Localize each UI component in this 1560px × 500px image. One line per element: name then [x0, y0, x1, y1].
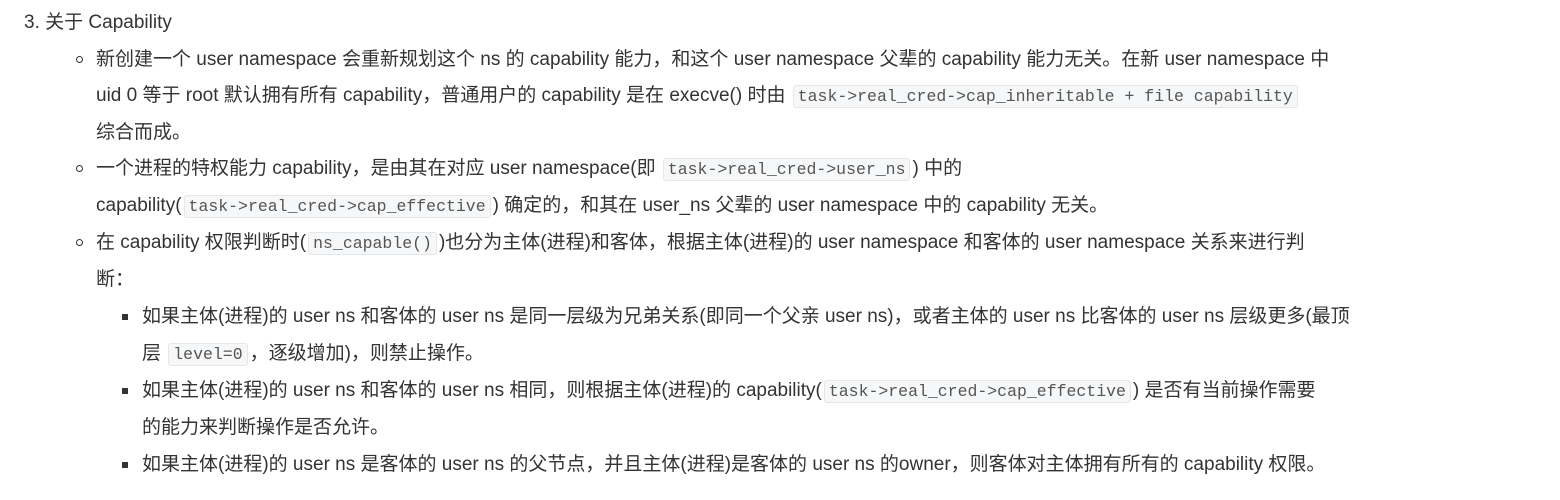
text-run: ) 确定的，和其在 user_ns 父辈的 user namespace 中的 …	[492, 195, 1109, 216]
text-run: )也分为主体(进程)和客体，根据主体(进程)的 user namespace 和…	[438, 232, 1305, 253]
list-item-text-line: 新创建一个 user namespace 会重新规划这个 ns 的 capabi…	[96, 45, 1329, 75]
list-item-text-line: 一个进程的特权能力 capability，是由其在对应 user namespa…	[96, 154, 962, 184]
sub-list-item-bullet	[122, 462, 128, 468]
sub-list-item-text-line: 如果主体(进程)的 user ns 是客体的 user ns 的父节点，并且主体…	[142, 450, 1325, 480]
text-run: 层	[142, 343, 167, 364]
text-run: 综合而成。	[96, 122, 192, 143]
inline-code: task->real_cred->cap_inheritable + file …	[792, 85, 1298, 108]
inline-code: ns_capable()	[308, 232, 437, 255]
sub-list-item-bullet	[122, 388, 128, 394]
section-number: 3.	[24, 12, 40, 33]
list-item-bullet	[76, 165, 83, 172]
list-item-text-line: 断：	[96, 265, 134, 295]
text-run: uid 0 等于 root 默认拥有所有 capability，普通用户的 ca…	[96, 85, 791, 106]
text-run: ，逐级增加)，则禁止操作。	[249, 343, 484, 364]
text-run: capability(	[96, 195, 182, 216]
text-run: ) 中的	[912, 158, 963, 179]
text-run: 新创建一个 user namespace 会重新规划这个 ns 的 capabi…	[96, 49, 1330, 70]
inline-code: task->real_cred->cap_effective	[823, 380, 1131, 403]
list-item-text-line: 综合而成。	[96, 118, 191, 148]
sub-list-item-text-line: 如果主体(进程)的 user ns 和客体的 user ns 相同，则根据主体(…	[142, 376, 1316, 406]
sub-list-item-text-line: 层 level=0，逐级增加)，则禁止操作。	[142, 339, 484, 369]
list-item-text-line: capability(task->real_cred->cap_effectiv…	[96, 191, 1108, 221]
inline-code: task->real_cred->cap_effective	[183, 195, 491, 218]
section-heading: 3. 关于 Capability	[24, 8, 172, 38]
list-item-bullet	[76, 56, 83, 63]
list-item-bullet	[76, 239, 83, 246]
list-item-text-line: uid 0 等于 root 默认拥有所有 capability，普通用户的 ca…	[96, 81, 1300, 111]
text-run: 断：	[96, 269, 135, 290]
sub-list-item-text-line: 的能力来判断操作是否允许。	[142, 413, 389, 443]
text-run: 的能力来判断操作是否允许。	[142, 417, 390, 438]
text-run: 如果主体(进程)的 user ns 和客体的 user ns 是同一层级为兄弟关…	[142, 306, 1350, 327]
sub-list-item-text-line: 如果主体(进程)的 user ns 和客体的 user ns 是同一层级为兄弟关…	[142, 302, 1350, 332]
section-title: 关于 Capability	[45, 12, 172, 33]
text-run: ) 是否有当前操作需要	[1132, 380, 1316, 401]
text-run: 在 capability 权限判断时(	[96, 232, 307, 253]
inline-code: task->real_cred->user_ns	[662, 158, 911, 181]
text-run: 一个进程的特权能力 capability，是由其在对应 user namespa…	[96, 158, 661, 179]
text-run: 如果主体(进程)的 user ns 和客体的 user ns 相同，则根据主体(…	[142, 380, 822, 401]
list-item-text-line: 在 capability 权限判断时(ns_capable())也分为主体(进程…	[96, 228, 1305, 258]
inline-code: level=0	[168, 343, 248, 366]
sub-list-item-bullet	[122, 314, 128, 320]
text-run: 如果主体(进程)的 user ns 是客体的 user ns 的父节点，并且主体…	[142, 454, 1326, 475]
